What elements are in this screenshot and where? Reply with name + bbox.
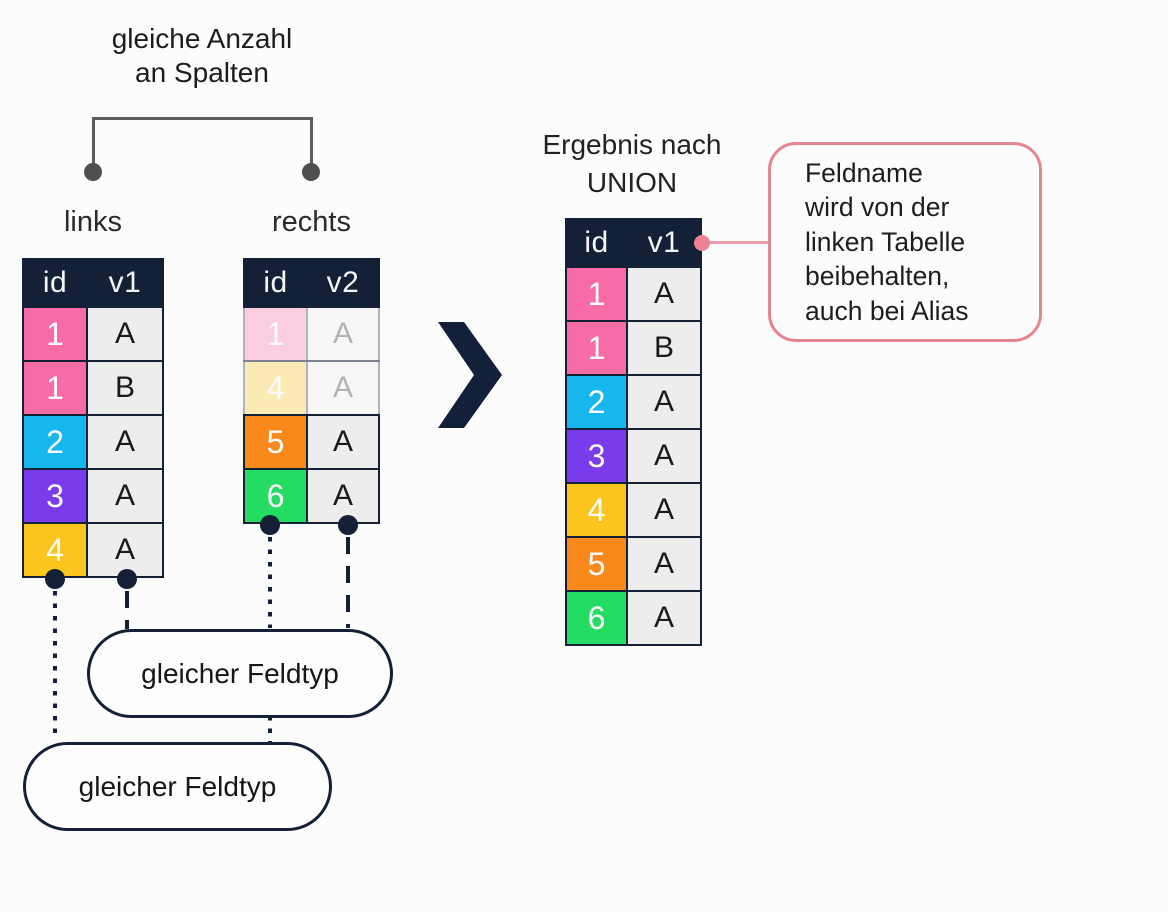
table-row: 1 B — [565, 320, 702, 376]
right-id-dotted-line-lower — [268, 716, 272, 743]
value-cell: A — [86, 306, 164, 362]
left-table-label: links — [63, 206, 122, 238]
value-cell: A — [86, 522, 164, 578]
left-table-header-row: id v1 — [22, 258, 164, 308]
result-title: Ergebnis nach UNION — [482, 126, 782, 202]
bracket-vertical-right — [310, 117, 313, 172]
table-row: 4 A — [565, 482, 702, 538]
id-cell: 1 — [243, 306, 308, 362]
left-id-column-dot — [45, 569, 65, 589]
fieldtype-pill-ids: gleicher Feldtyp — [23, 742, 332, 831]
id-cell: 1 — [565, 320, 628, 376]
right-id-column-dot — [260, 515, 280, 535]
value-cell: A — [306, 414, 380, 470]
id-cell: 2 — [22, 414, 88, 470]
table-row: 6 A — [243, 468, 380, 524]
table-row: 1 B — [22, 360, 164, 416]
id-cell: 5 — [243, 414, 308, 470]
value-cell: A — [306, 360, 380, 416]
table-row-faded: 1 A — [243, 306, 380, 362]
right-header-id: id — [243, 258, 308, 308]
right-id-dotted-line-upper — [268, 537, 272, 628]
right-v2-dashed-line — [346, 537, 350, 628]
id-cell: 4 — [243, 360, 308, 416]
value-cell: A — [86, 414, 164, 470]
value-cell: A — [626, 428, 702, 484]
id-cell: 1 — [22, 360, 88, 416]
result-title-line-2: UNION — [586, 167, 678, 198]
id-cell: 1 — [565, 266, 628, 322]
column-count-note: gleiche Anzahl an Spalten — [52, 22, 352, 90]
table-row: 5 A — [565, 536, 702, 592]
value-cell: A — [306, 306, 380, 362]
left-v1-column-dot — [117, 569, 137, 589]
note-line-2: an Spalten — [135, 57, 269, 88]
left-header-id: id — [22, 258, 88, 308]
right-table-label: rechts — [272, 206, 351, 238]
right-table-header-row: id v2 — [243, 258, 380, 308]
value-cell: A — [626, 482, 702, 538]
id-cell: 1 — [22, 306, 88, 362]
result-header-v1: v1 — [626, 218, 702, 268]
fieldtype-pill-values: gleicher Feldtyp — [87, 629, 393, 718]
left-id-dotted-line — [53, 591, 57, 739]
result-header-id: id — [565, 218, 628, 268]
fieldname-callout: Feldname wird von der linken Tabelle bei… — [768, 142, 1042, 342]
right-header-v2: v2 — [306, 258, 380, 308]
value-cell: A — [626, 590, 702, 646]
id-cell: 6 — [565, 590, 628, 646]
id-cell: 2 — [565, 374, 628, 430]
table-row: 5 A — [243, 414, 380, 470]
value-cell: B — [86, 360, 164, 416]
result-title-line-1: Ergebnis nach — [542, 129, 722, 160]
bracket-dot-right — [302, 163, 320, 181]
right-v2-column-dot — [338, 515, 358, 535]
table-row: 2 A — [565, 374, 702, 430]
id-cell: 3 — [22, 468, 88, 524]
left-v1-dashed-line — [125, 591, 129, 629]
right-table: id v2 1 A 4 A 5 A 6 A — [243, 258, 380, 524]
table-row: 1 A — [22, 306, 164, 362]
result-table: id v1 1 A 1 B 2 A 3 A 4 A 5 A 6 A — [565, 218, 702, 646]
table-row: 3 A — [565, 428, 702, 484]
table-row: 4 A — [22, 522, 164, 578]
callout-line: wird von der — [805, 192, 950, 223]
value-cell: B — [626, 320, 702, 376]
fieldtype-pill-ids-label: gleicher Feldtyp — [78, 770, 277, 802]
callout-connector-line — [702, 241, 770, 244]
id-cell: 4 — [565, 482, 628, 538]
note-line-1: gleiche Anzahl — [111, 23, 293, 54]
left-header-v1: v1 — [86, 258, 164, 308]
left-table: id v1 1 A 1 B 2 A 3 A 4 A — [22, 258, 164, 578]
table-row: 6 A — [565, 590, 702, 646]
id-cell: 6 — [243, 468, 308, 524]
callout-line: auch bei Alias — [805, 295, 969, 326]
id-cell: 3 — [565, 428, 628, 484]
fieldtype-pill-values-label: gleicher Feldtyp — [141, 657, 339, 689]
table-row-faded: 4 A — [243, 360, 380, 416]
callout-anchor-dot — [694, 235, 710, 251]
callout-line: Feldname — [805, 157, 923, 188]
value-cell: A — [626, 266, 702, 322]
bracket-dot-left — [84, 163, 102, 181]
callout-line: linken Tabelle — [805, 226, 966, 257]
value-cell: A — [626, 536, 702, 592]
chevron-right-icon — [438, 322, 502, 428]
value-cell: A — [626, 374, 702, 430]
table-row: 3 A — [22, 468, 164, 524]
callout-line: beibehalten, — [805, 261, 950, 292]
table-row: 2 A — [22, 414, 164, 470]
id-cell: 5 — [565, 536, 628, 592]
result-table-header-row: id v1 — [565, 218, 702, 268]
table-row: 1 A — [565, 266, 702, 322]
bracket-horizontal — [92, 117, 313, 120]
value-cell: A — [86, 468, 164, 524]
bracket-vertical-left — [92, 117, 95, 172]
